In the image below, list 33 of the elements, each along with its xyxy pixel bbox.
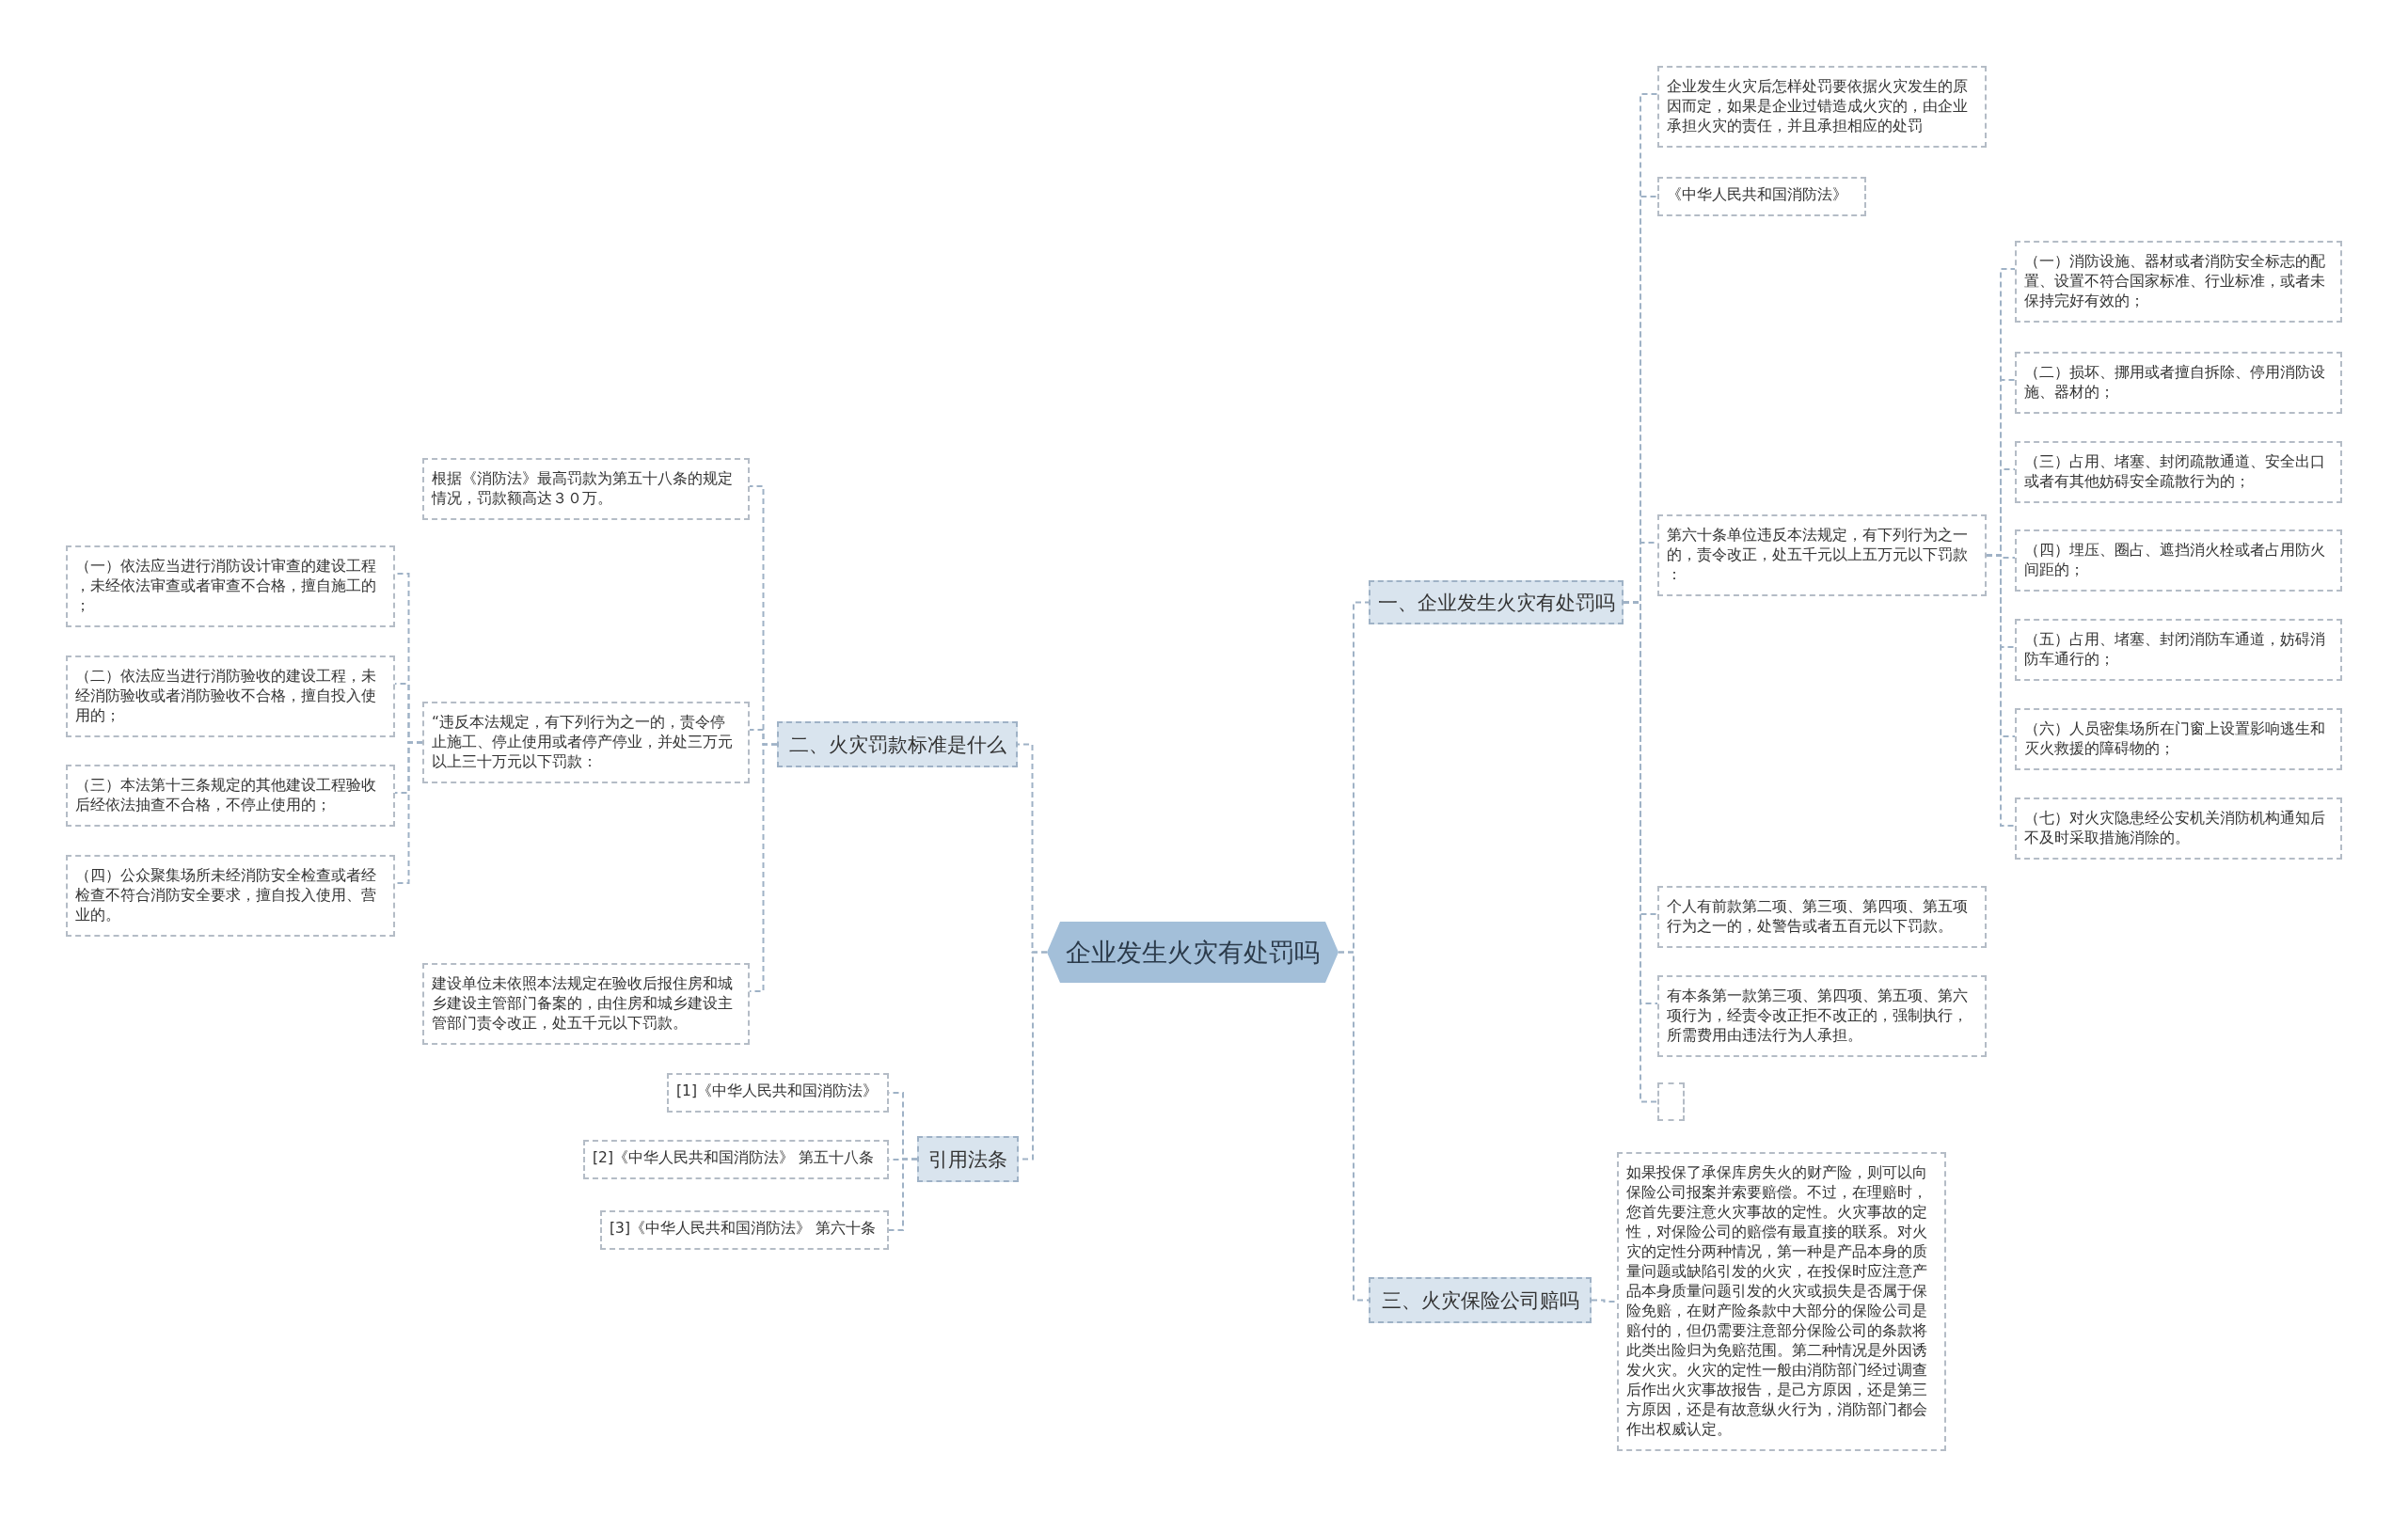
text-box: [1]《中华人民共和国消防法》 xyxy=(667,1073,889,1113)
text-box: 根据《消防法》最高罚款为第五十八条的规定情况，罚款额高达３０万。 xyxy=(422,458,750,520)
text-box: （七）对火灾隐患经公安机关消防机构通知后不及时采取措施消除的。 xyxy=(2015,797,2342,860)
text-box: 建设单位未依照本法规定在验收后报住房和城乡建设主管部门备案的，由住房和城乡建设主管部门责令改正，处五千元以下罚款。 xyxy=(422,963,750,1045)
text-box: （三）占用、堵塞、封闭疏散通道、安全出口或者有其他妨碍安全疏散行为的； xyxy=(2015,441,2342,503)
connector-line xyxy=(1591,1299,1618,1303)
text-box: （四）公众聚集场所未经消防安全检查或者经检查不符合消防安全要求，擅自投入使用、营业的。 xyxy=(66,855,395,937)
text-box: （二）损坏、挪用或者擅自拆除、停用消防设施、器材的； xyxy=(2015,352,2342,414)
text-box: （五）占用、堵塞、封闭消防车通道，妨碍消防车通行的； xyxy=(2015,619,2342,681)
topic-box: 三、火灾保险公司赔吗 xyxy=(1369,1277,1592,1323)
text-box: “违反本法规定，有下列行为之一的，责令停止施工、停止使用或者停产停业，并处三万元以上三十万元以下罚款： xyxy=(422,702,750,783)
text-box: 第六十条单位违反本法规定，有下列行为之一的，责令改正，处五千元以上五万元以下罚款： xyxy=(1657,514,1987,596)
connector-line xyxy=(1338,951,1370,1302)
topic-box: 二、火灾罚款标准是什么 xyxy=(777,721,1018,767)
text-box: （一）依法应当进行消防设计审查的建设工程，未经依法审查或者审查不合格，擅自施工的； xyxy=(66,545,395,627)
text-box: （一）消防设施、器材或者消防安全标志的配置、设置不符合国家标准、行业标准，或者未保持完好有效的； xyxy=(2015,241,2342,323)
text-box: （二）依法应当进行消防验收的建设工程，未经消防验收或者消防验收不合格，擅自投入使用的； xyxy=(66,655,395,737)
text-box: （三）本法第十三条规定的其他建设工程验收后经依法抽查不合格，不停止使用的； xyxy=(66,765,395,827)
text-box: 如果投保了承保库房失火的财产险，则可以向保险公司报案并索要赔偿。不过，在理赔时，您首先要注意火灾事故的定性。火灾事故的定性，对保险公司的赔偿有最直接的联系。对火灾的定性分两种情况，第一种是产品本身的质量问题或缺陷引发的火灾，在投保时应注意产品本身质量问题引发的火灾或损失是否属于保险免赔，在财产险条款中大部分的保险公司是赔付的，但仍需要注意部分保险公司的条款将此类出险归为免赔范围。第二种情况是外因诱发火灾。火灾的定性一般由消防部门经过调查后作出火灾事故报告，是己方原因，还是第三方原因，还是有故意纵火行为，消防部门都会作出权威认定。 xyxy=(1617,1152,1946,1451)
text-box: 《中华人民共和国消防法》 xyxy=(1657,177,1866,216)
text-box: 有本条第一款第三项、第四项、第五项、第六项行为，经责令改正拒不改正的，强制执行，所需费用由违法行为人承担。 xyxy=(1657,975,1987,1057)
connector-line xyxy=(888,1158,918,1231)
text-box: [3]《中华人民共和国消防法》 第六十条 xyxy=(600,1210,889,1250)
text-box: 企业发生火灾后怎样处罚要依据火灾发生的原因而定，如果是企业过错造成火灾的，由企业承担火灾的责任，并且承担相应的处罚 xyxy=(1657,66,1987,148)
text-box: （六）人员密集场所在门窗上设置影响逃生和灭火救援的障碍物的； xyxy=(2015,708,2342,770)
empty-box xyxy=(1657,1082,1685,1121)
connector-line xyxy=(1986,554,2016,827)
topic-box: 引用法条 xyxy=(917,1136,1019,1182)
topic-box: 一、企业发生火灾有处罚吗 xyxy=(1369,580,1624,624)
central-topic: 企业发生火灾有处罚吗 xyxy=(1047,922,1339,983)
text-box: 个人有前款第二项、第三项、第四项、第五项行为之一的，处警告或者五百元以下罚款。 xyxy=(1657,886,1987,948)
text-box: [2]《中华人民共和国消防法》 第五十八条 xyxy=(583,1140,889,1179)
text-box: （四）埋压、圈占、遮挡消火栓或者占用防火间距的； xyxy=(2015,529,2342,592)
